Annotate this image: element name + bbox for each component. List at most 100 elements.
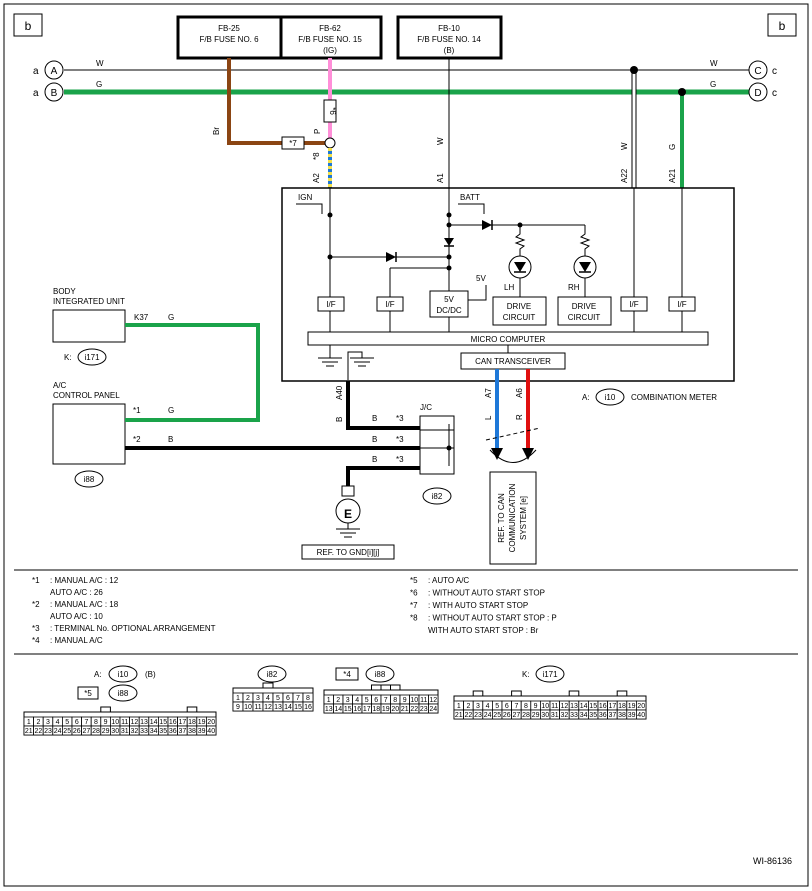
batt-bracket [458,203,485,214]
mark-6-box [323,99,337,123]
note-left-text: : MANUAL A/C : 18 [50,600,119,609]
note-right-text: : WITH AUTO START STOP [428,601,528,610]
cv-m4-box [335,667,359,681]
cv-i82-pin: 14 [284,704,292,711]
cv-i171-key [472,690,484,697]
cv-i10-pin: 23 [44,728,52,735]
cv-i10-pin: 32 [131,728,139,735]
note-right-text: : WITHOUT AUTO START STOP : P [428,614,557,623]
diode-batt [444,238,454,246]
pin-a6: A6 [515,388,524,398]
body-unit-l2: INTEGRATED UNIT [53,297,125,306]
svg-text:SYSTEM [e]: SYSTEM [e] [519,496,528,540]
body-unit-ref-prefix: K: [64,353,72,362]
cv-i171-pin: 9 [534,703,538,710]
conn-right-D [748,82,768,102]
svg-text:COMMUNICATION: COMMUNICATION [508,483,517,552]
mark-3b: *3 [396,435,404,444]
svg-text:F/B FUSE NO. 14: F/B FUSE NO. 14 [417,35,481,44]
gnd-ref: REF. TO GND[i][j] [317,548,380,557]
cv-i171-pin: 19 [628,703,636,710]
cv-i171-pin: 33 [570,712,578,719]
cv-i171-pin: 5 [495,703,499,710]
cv-i10-pin: 2 [36,719,40,726]
cv-i88-pin: 4 [355,697,359,704]
cv-i171-pin: 21 [455,712,463,719]
cv-i171-pin: 6 [505,703,509,710]
svg-text:FB-10: FB-10 [438,24,460,33]
wire-a40 [346,381,420,430]
cv-i88-pin: 9 [403,697,407,704]
wire-g-a21-label: G [668,144,677,150]
cv-i171-pin: 29 [532,712,540,719]
figure-id: WI-86136 [753,856,792,866]
cv-i10-pin: 25 [63,728,71,735]
cv-i171-pin: 34 [580,712,588,719]
cv-m4: *4 [343,670,351,679]
cv-m4-code: i88 [375,670,386,679]
cv-i10-pin: 1 [27,719,31,726]
cv-i10-pin: 34 [150,728,158,735]
cv-i10-pin: 31 [121,728,129,735]
svg-text:REF. TO CAN: REF. TO CAN [497,493,506,543]
pin-a7: A7 [484,388,493,398]
cv-i171-key [511,690,522,697]
cv-i171-pin: 2 [466,703,470,710]
drive-circuit-rh: DRIVE CIRCUIT [557,296,612,326]
cv-i171-pin: 40 [637,712,645,719]
cv-i171-pin: 39 [628,712,636,719]
arrow-can-l [491,448,503,460]
panel-g-label: G [168,406,174,415]
cv-i171-pin: 3 [476,703,480,710]
cv-i82-pin: 8 [306,695,310,702]
conn-left-a-letter: a [33,66,39,77]
splice-g-bus [678,88,686,96]
cv-i82-pin: 11 [254,704,261,711]
cv-i171-key [616,690,628,697]
cv-i10-pin: 9 [104,719,108,726]
note-left-text: : TERMINAL No. OPTIONAL ARRANGEMENT [50,624,216,633]
mark-3a: *3 [396,414,404,423]
cv-i88-key [390,684,401,691]
bus-w-label-right: W [710,59,718,68]
cv-i10-pin: 5 [65,719,69,726]
cv-i171-pin: 36 [599,712,607,719]
cv-k-code: i171 [542,670,558,679]
cv-m5-code: i88 [118,689,129,698]
cv-i171-pin: 20 [637,703,645,710]
cv-i88-pin: 1 [327,697,331,704]
mark-3c: *3 [396,455,404,464]
cv-i10-pin: 37 [179,728,187,735]
cv-i171-pin: 32 [561,712,569,719]
cv-i10-pin: 3 [46,719,50,726]
cv-i171-pin: 4 [486,703,490,710]
cv-i171-pin: 31 [551,712,559,719]
meter-ref-code: i10 [605,393,616,402]
cv-a-prefix: A: [94,670,102,679]
conn-left-B [44,82,64,102]
cv-i171-pin: 37 [609,712,617,719]
led-rh-diode [579,262,591,272]
cv-i82-key [262,682,274,689]
cv-i82-pin: 4 [266,695,270,702]
svg-text:A: A [51,66,58,77]
dcdc-box [429,290,469,318]
cv-i10-pin: 27 [83,728,91,735]
body-unit-l1: BODY [53,287,76,296]
cv-i10-pin: 18 [188,719,196,726]
cv-i88-pin: 3 [346,697,350,704]
note-left-mark: *2 [32,600,40,609]
cv-i88-pin: 8 [393,697,397,704]
cv-i82-pin: 9 [236,704,240,711]
wire-w-batt-label: W [436,137,445,145]
svg-text:DRIVE: DRIVE [507,302,531,311]
can-ref-text: REF. TO CAN COMMUNICATION SYSTEM [e] [497,483,528,552]
node-batt-1 [446,212,452,218]
cv-i171-pin: 15 [589,703,597,710]
body-unit-ref-badge [77,348,107,366]
cv-i82-pin: 1 [236,695,240,702]
note-right-text: WITH AUTO START STOP : Br [428,626,539,635]
cv-i10-pin: 40 [207,728,215,735]
